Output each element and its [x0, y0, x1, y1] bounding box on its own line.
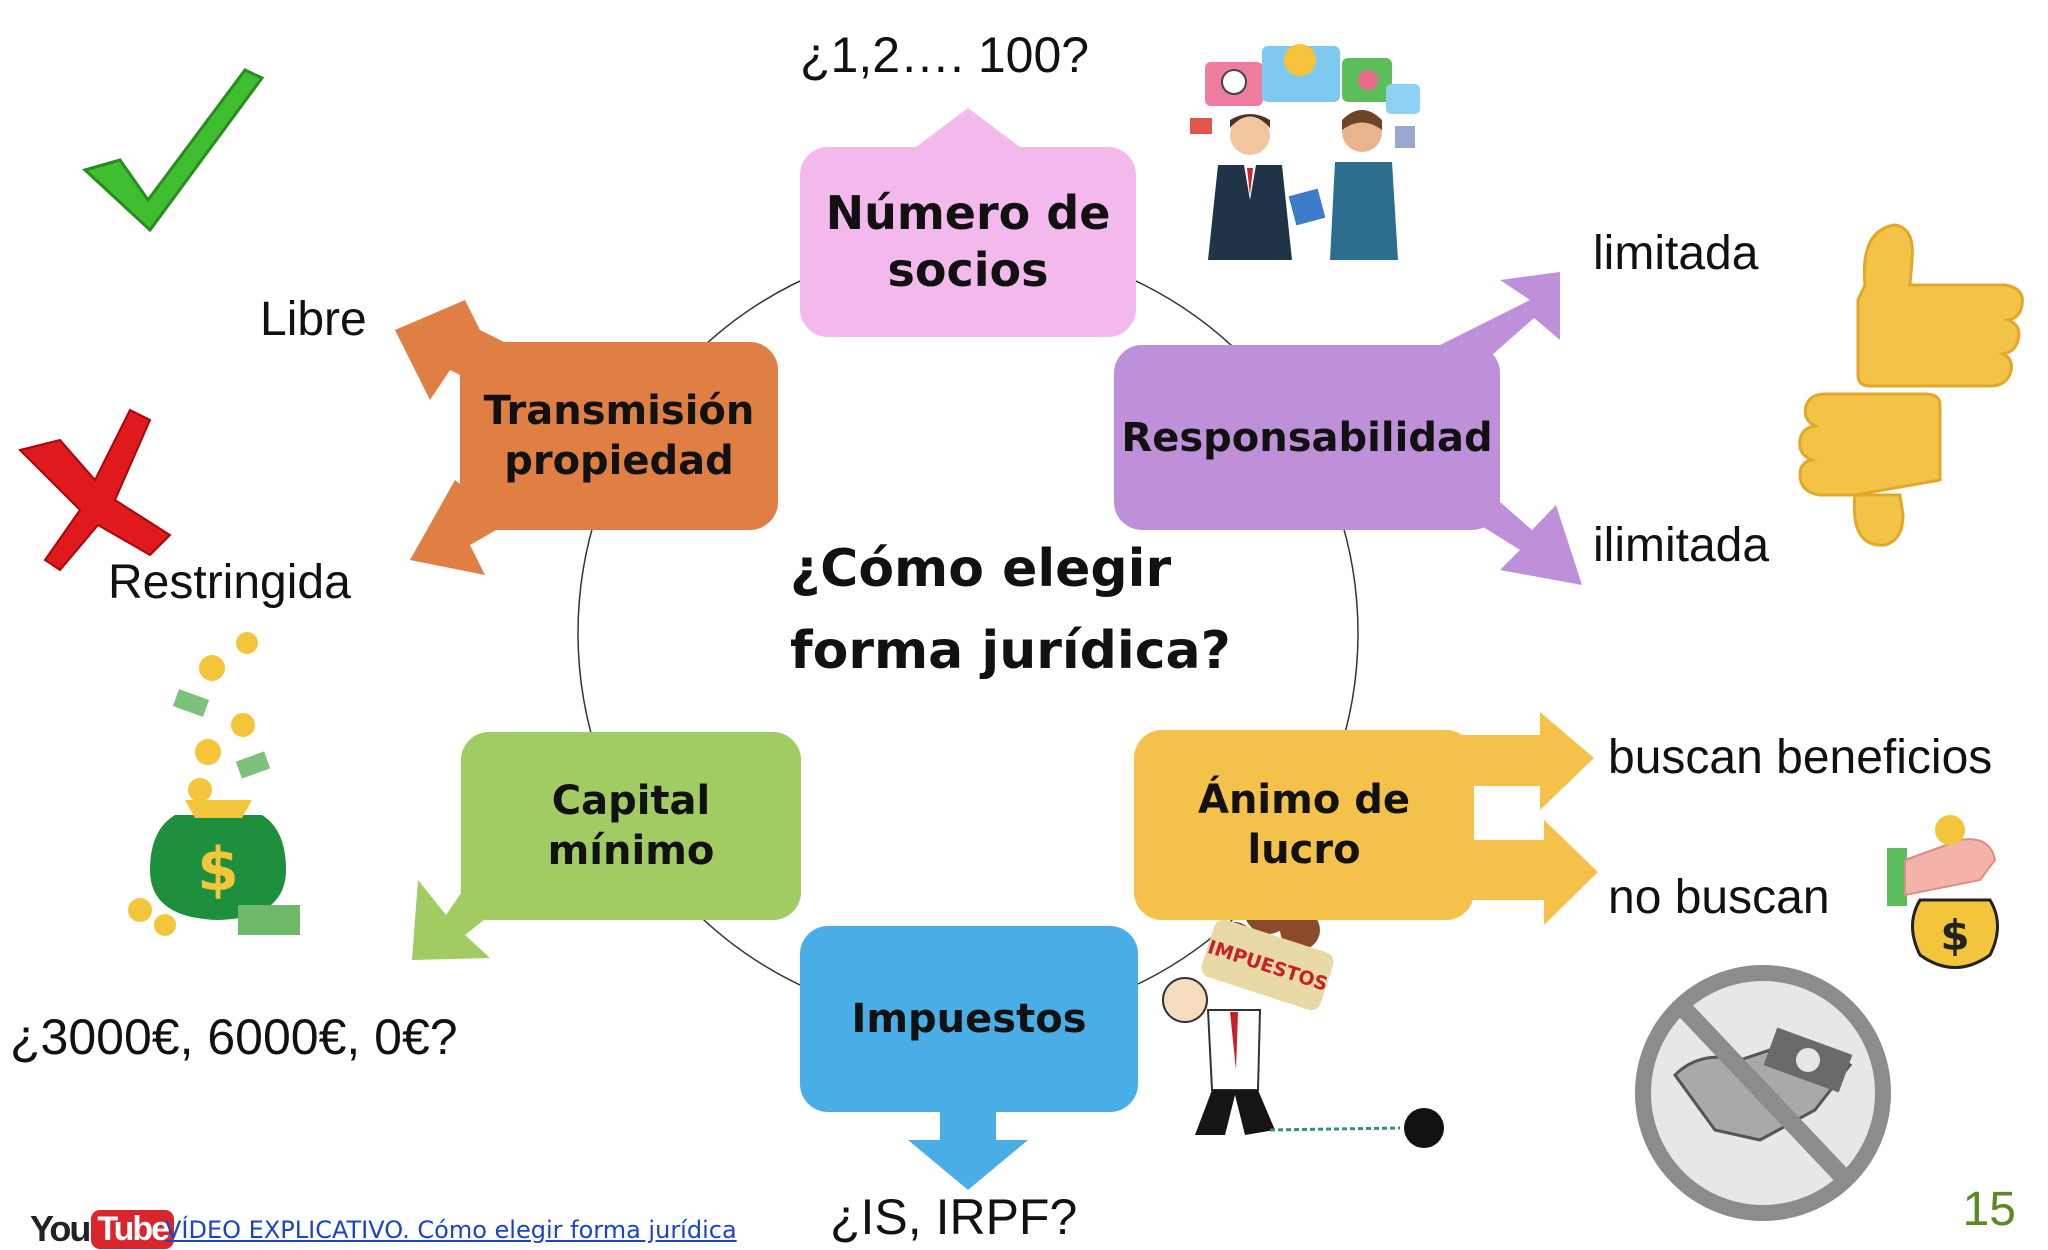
page-number: 15	[1962, 1183, 2016, 1236]
svg-text:$: $	[197, 835, 239, 905]
node-transmision-line2: propiedad	[504, 438, 734, 484]
center-question-line2: forma jurídica?	[790, 621, 1231, 681]
answer-libre: Libre	[260, 293, 367, 346]
arrow-lucro-bottom	[1440, 820, 1598, 925]
answer-no-buscan: no buscan	[1608, 871, 1830, 924]
arrow-impuestos	[908, 1110, 1028, 1190]
answer-impuestos: ¿IS, IRPF?	[830, 1189, 1078, 1245]
answer-ilimitada: ilimitada	[1593, 519, 1770, 572]
node-capital-line2: mínimo	[547, 828, 715, 874]
thumbs-up-icon	[1856, 223, 2024, 388]
node-responsabilidad: Responsabilidad	[1114, 345, 1500, 530]
node-transmision-propiedad: Transmisión propiedad	[460, 342, 778, 530]
node-lucro-line2: lucro	[1247, 827, 1361, 873]
cross-mark-icon	[18, 408, 172, 572]
node-impuestos-line1: Impuestos	[851, 996, 1087, 1042]
arrow-lucro-top	[1440, 712, 1594, 810]
youtube-tube-text: Tube	[91, 1209, 175, 1249]
answer-socios: ¿1,2…. 100?	[800, 27, 1090, 83]
business-meeting-icon	[1190, 44, 1420, 260]
node-lucro-line1: Ánimo de	[1198, 777, 1410, 823]
node-animo-de-lucro: Ánimo de lucro	[1134, 730, 1474, 920]
answer-capital: ¿3000€, 6000€, 0€?	[10, 1009, 458, 1065]
answer-limitada: limitada	[1593, 227, 1759, 280]
node-capital-minimo: Capital mínimo	[461, 732, 801, 920]
answer-restringida: Restringida	[108, 556, 351, 609]
node-socios-line2: socios	[887, 243, 1049, 297]
answer-buscan-beneficios: buscan beneficios	[1608, 731, 1993, 784]
node-impuestos: Impuestos	[800, 926, 1138, 1112]
thumbs-down-icon	[1798, 392, 1942, 547]
node-transmision-line1: Transmisión	[483, 388, 755, 434]
youtube-you-text: You	[30, 1208, 91, 1249]
no-money-handshake-icon	[1635, 965, 1891, 1221]
svg-text:$: $	[1940, 911, 1969, 960]
check-mark-icon	[82, 68, 265, 233]
center-question: ¿Cómo elegir forma jurídica?	[790, 528, 1231, 692]
video-link[interactable]: VÍDEO EXPLICATIVO. Cómo elegir forma jur…	[165, 1216, 737, 1244]
youtube-logo[interactable]: You Tube	[30, 1208, 175, 1250]
node-responsabilidad-line1: Responsabilidad	[1121, 414, 1493, 461]
node-socios-line1: Número de	[825, 185, 1111, 240]
node-capital-line1: Capital	[551, 778, 711, 824]
tax-burden-icon: IMPUESTOS	[1162, 886, 1444, 1148]
node-numero-de-socios: Número de socios	[800, 147, 1136, 337]
hand-money-bag-icon: $	[1887, 815, 1999, 969]
money-bag-icon: $	[128, 632, 300, 936]
center-question-line1: ¿Cómo elegir	[790, 539, 1172, 599]
